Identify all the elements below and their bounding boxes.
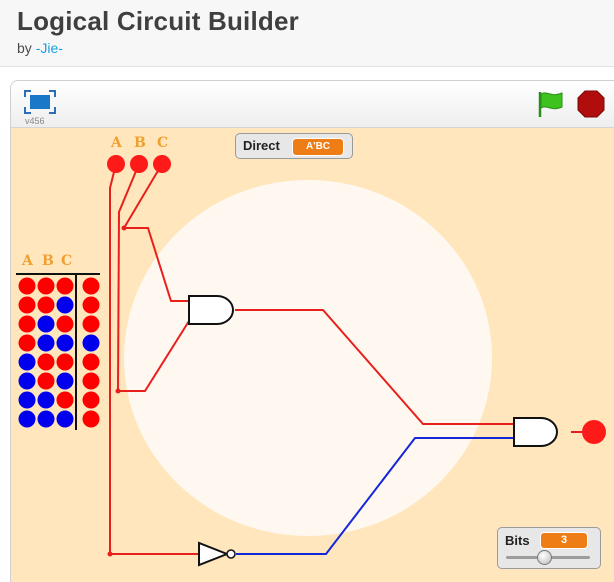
- truth-output-cell: [82, 296, 100, 314]
- input-node-c: [153, 155, 171, 173]
- project-stage[interactable]: A B C: [11, 128, 614, 582]
- truth-cell: [18, 296, 36, 314]
- stop-icon[interactable]: [577, 90, 605, 118]
- wire-and1-out: [235, 309, 513, 425]
- direct-monitor-value: A'BC: [292, 138, 344, 156]
- truth-cell: [56, 334, 74, 352]
- truth-table-cells: [18, 277, 100, 428]
- truth-output-cell: [82, 372, 100, 390]
- truth-cell: [37, 296, 55, 314]
- truth-cell: [18, 391, 36, 409]
- truth-cell: [37, 353, 55, 371]
- truth-output-cell: [82, 334, 100, 352]
- project-title: Logical Circuit Builder: [17, 6, 299, 36]
- truth-cell: [37, 277, 55, 295]
- table-header-b: B: [42, 253, 54, 269]
- output-node: [582, 420, 606, 444]
- truth-cell: [56, 353, 74, 371]
- truth-output-cell: [82, 353, 100, 371]
- table-header-a: A: [21, 253, 34, 269]
- truth-cell: [56, 410, 74, 428]
- project-player: v456 A B C: [10, 80, 614, 582]
- wire-not-out: [236, 437, 513, 555]
- table-header-c: C: [61, 253, 72, 269]
- byline-prefix: by: [17, 40, 36, 56]
- truth-cell: [18, 315, 36, 333]
- author-link[interactable]: -Jie-: [35, 40, 63, 56]
- direct-monitor-label: Direct: [243, 138, 280, 153]
- truth-cell: [18, 334, 36, 352]
- truth-cell: [56, 296, 74, 314]
- version-label: v456: [25, 116, 45, 126]
- input-node-a: [107, 155, 125, 173]
- truth-cell: [18, 372, 36, 390]
- truth-output-cell: [82, 410, 100, 428]
- input-label-c: C: [157, 135, 168, 151]
- not-gate: [198, 541, 230, 567]
- input-label-a: A: [110, 135, 123, 151]
- truth-cell: [56, 372, 74, 390]
- green-flag-icon[interactable]: [535, 89, 565, 119]
- truth-cell: [37, 410, 55, 428]
- truth-cell: [37, 315, 55, 333]
- bits-monitor-value: 3: [540, 532, 588, 549]
- bits-monitor-label: Bits: [505, 533, 530, 548]
- truth-output-cell: [82, 315, 100, 333]
- and-gate-1: [188, 295, 234, 325]
- truth-cell: [56, 315, 74, 333]
- truth-cell: [37, 372, 55, 390]
- truth-cell: [18, 277, 36, 295]
- input-node-b: [130, 155, 148, 173]
- truth-output-cell: [82, 391, 100, 409]
- fullscreen-icon[interactable]: [24, 90, 56, 114]
- circuit-canvas: A B C: [16, 135, 606, 567]
- player-toolbar: v456: [11, 81, 614, 128]
- truth-cell: [37, 334, 55, 352]
- truth-cell: [18, 410, 36, 428]
- truth-cell: [56, 391, 74, 409]
- stage-background-circle: [124, 180, 492, 536]
- truth-output-cell: [82, 277, 100, 295]
- byline: by -Jie-: [17, 40, 63, 56]
- truth-cell: [56, 277, 74, 295]
- wire-a-bus: [109, 163, 207, 555]
- direct-monitor: Direct A'BC: [235, 133, 353, 159]
- truth-cell: [18, 353, 36, 371]
- input-label-b: B: [134, 135, 146, 151]
- truth-cell: [37, 391, 55, 409]
- project-header: Logical Circuit Builder by -Jie-: [0, 0, 614, 67]
- wire-c-bus: [122, 163, 189, 302]
- bits-slider-thumb[interactable]: [536, 550, 552, 565]
- and-gate-2: [513, 417, 558, 447]
- bits-monitor: Bits 3: [497, 527, 601, 569]
- not-gate-bubble: [226, 549, 236, 559]
